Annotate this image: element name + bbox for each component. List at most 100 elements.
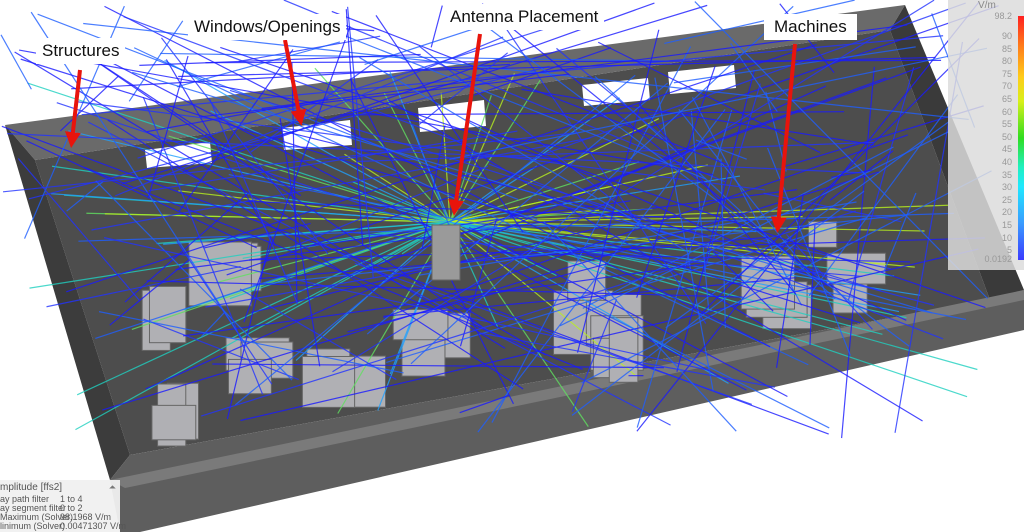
ray-path xyxy=(883,192,917,273)
window-5 xyxy=(668,65,736,94)
ray-path xyxy=(364,22,492,65)
ray-path xyxy=(2,132,577,193)
ray-path xyxy=(386,216,868,363)
ray-path xyxy=(103,237,711,372)
ray-path xyxy=(347,263,607,333)
ray-path xyxy=(143,318,299,381)
info-row: linimum (Solver)0.00471307 V/m xyxy=(0,521,127,531)
legend-tick: 55 xyxy=(1001,119,1012,130)
ray-path xyxy=(712,251,774,312)
ray-path xyxy=(133,47,809,366)
ray-path xyxy=(0,34,32,90)
ray-path xyxy=(556,47,670,143)
ray-path xyxy=(691,96,803,306)
legend-tick: 85 xyxy=(1001,43,1012,54)
ray-path xyxy=(137,10,601,159)
legend-tick: 50 xyxy=(1001,131,1012,142)
ray-path xyxy=(107,119,524,390)
ray-path xyxy=(571,190,865,416)
ray-path xyxy=(418,52,509,125)
ray-path xyxy=(455,302,547,356)
ray-path xyxy=(18,49,714,176)
ray-path xyxy=(46,265,241,308)
ray-path xyxy=(775,193,804,368)
legend-tick: 15 xyxy=(1001,220,1012,230)
ray-path xyxy=(449,175,741,223)
ray-path xyxy=(449,221,907,319)
ray-path xyxy=(465,118,907,321)
ray-path xyxy=(477,109,726,433)
ray-path xyxy=(139,53,421,66)
ray-path xyxy=(66,180,104,212)
ray-path xyxy=(665,120,950,329)
ray-path xyxy=(449,221,488,235)
ray-path xyxy=(200,73,570,118)
ray-path xyxy=(115,36,504,197)
ray-path xyxy=(109,259,190,326)
ray-path xyxy=(14,51,506,349)
ray-path xyxy=(76,221,451,396)
legend-max: 98.2 xyxy=(994,11,1012,21)
legend-tick: 35 xyxy=(1001,169,1012,180)
ray-path xyxy=(449,47,988,160)
ray-path xyxy=(339,111,845,116)
ray-path xyxy=(91,137,591,231)
ray-path xyxy=(208,98,298,303)
ray-path xyxy=(337,221,451,414)
ray-path xyxy=(203,222,311,249)
pin-icon[interactable]: ⏶ xyxy=(108,482,116,492)
legend-tick: 70 xyxy=(1001,81,1012,92)
ray-path xyxy=(279,118,321,367)
legend-tick: 60 xyxy=(1001,106,1012,117)
ray-path xyxy=(210,110,451,223)
ray-path xyxy=(314,67,451,223)
ray-path xyxy=(701,38,980,314)
arrow-machines xyxy=(770,43,797,233)
ray-path xyxy=(449,204,949,223)
info-title: mplitude [ffs2] xyxy=(0,482,63,493)
ray-path xyxy=(156,221,451,245)
ray-path xyxy=(220,46,986,309)
ray-path xyxy=(75,221,451,431)
ray-path xyxy=(449,221,589,427)
ray-path xyxy=(418,45,643,224)
ray-path xyxy=(449,221,921,296)
legend-unit: V/m xyxy=(978,0,996,11)
arrow-structures xyxy=(64,69,82,148)
ray-path xyxy=(473,47,612,96)
ray-path xyxy=(30,11,248,348)
ray-path xyxy=(831,169,873,178)
ray-path xyxy=(123,16,471,147)
legend-tick: 25 xyxy=(1001,194,1012,205)
legend-tick: 90 xyxy=(1001,31,1012,41)
ray-path xyxy=(178,56,936,78)
ray-path xyxy=(95,180,293,381)
ray-path xyxy=(98,311,404,374)
ray-path xyxy=(231,221,451,339)
legend-min: 0.0192 xyxy=(984,254,1012,264)
ray-path xyxy=(375,15,524,233)
ray-path xyxy=(64,39,302,196)
ray-path xyxy=(102,171,880,411)
ray-path xyxy=(250,58,379,153)
machine xyxy=(401,333,446,377)
legend-colorbar xyxy=(1018,16,1024,260)
ray-path xyxy=(226,5,999,276)
ray-path xyxy=(20,58,860,324)
ray-path xyxy=(491,46,692,423)
legend-tick: 30 xyxy=(1001,182,1012,193)
ray-path xyxy=(730,43,778,113)
arrow-windows xyxy=(283,39,307,126)
ray-path xyxy=(739,236,891,270)
label-machines: Machines xyxy=(764,14,857,40)
ray-path xyxy=(636,66,716,298)
legend-tick: 20 xyxy=(1001,207,1012,218)
ray-path xyxy=(212,363,664,369)
ray-path xyxy=(229,89,882,292)
ray-path xyxy=(664,0,855,45)
ray-path xyxy=(164,59,451,223)
ray-path xyxy=(537,198,935,306)
ray-path xyxy=(581,170,992,384)
